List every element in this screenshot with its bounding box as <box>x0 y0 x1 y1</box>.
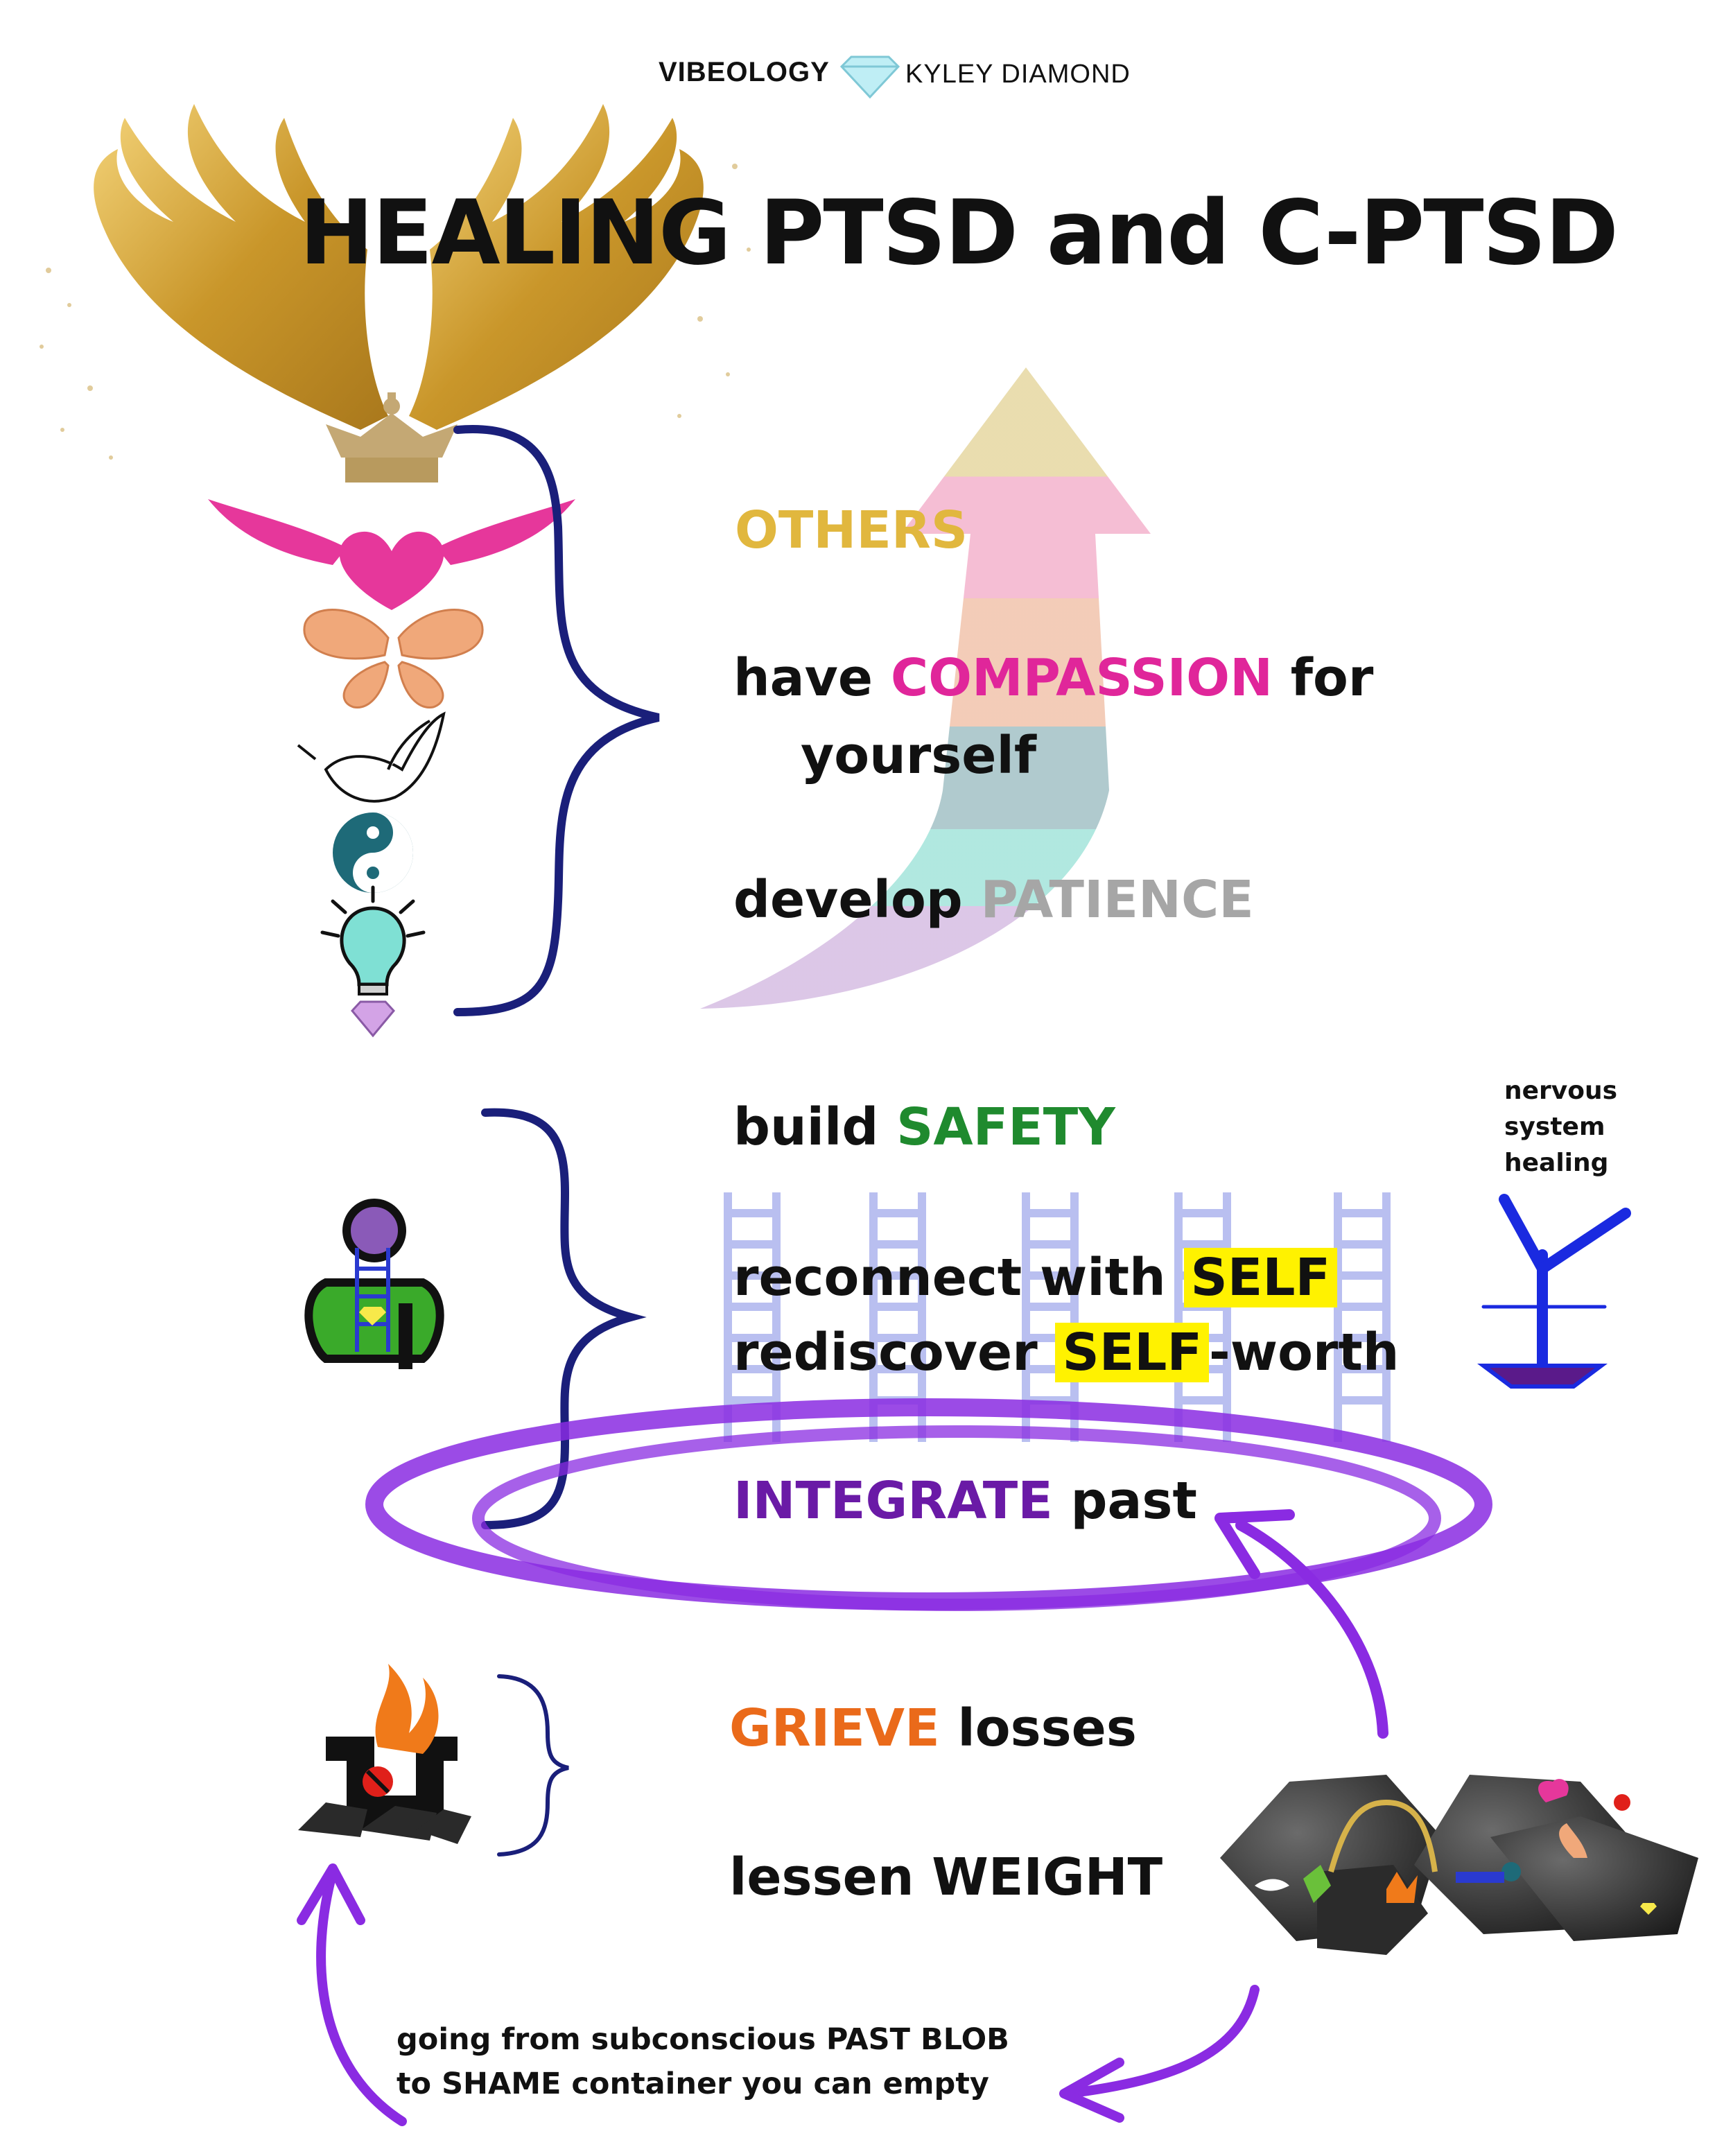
coal-pile-icon <box>1220 1775 1698 1955</box>
rediscover-key: SELF <box>1055 1323 1210 1382</box>
rediscover-post: -worth <box>1209 1323 1400 1382</box>
compassion-post: for <box>1273 648 1374 708</box>
reconnect-pre: reconnect with <box>733 1248 1184 1307</box>
side-note-line3: healing <box>1504 1149 1609 1177</box>
arrow-to-container <box>297 1863 407 2126</box>
step-reconnect: reconnect with SELF <box>733 1248 1338 1307</box>
step-weight: lessen WEIGHT <box>729 1848 1163 1907</box>
diamond-icon <box>839 55 900 99</box>
crown-icon <box>326 392 458 483</box>
page-title: HEALING PTSD and C-PTSD <box>299 182 1619 285</box>
caption-line2: to SHAME container you can empty <box>397 2067 989 2101</box>
top-brace <box>453 425 660 1016</box>
step-others: OTHERS <box>735 501 968 560</box>
bottom-brace <box>497 1674 569 1857</box>
wings-icon <box>40 104 751 460</box>
caption-line1: going from subconscious PAST BLOB <box>397 2022 1009 2057</box>
step-compassion: have COMPASSION for <box>733 648 1373 708</box>
diamond-icon <box>351 1000 395 1038</box>
others-word: OTHERS <box>735 501 968 560</box>
side-note-line2: system <box>1504 1113 1605 1141</box>
step-grieve: GRIEVE losses <box>729 1698 1137 1758</box>
compassion-pre: have <box>733 648 891 708</box>
grieve-post: losses <box>939 1698 1137 1758</box>
brand-kyley-diamond: KYLEY DIAMOND <box>905 60 1131 89</box>
patience-pre: develop <box>733 870 981 930</box>
step-patience: develop PATIENCE <box>733 870 1254 930</box>
integrate-loop <box>365 1398 1492 1611</box>
brand-vibeology: VIBEOLOGY <box>659 57 830 87</box>
step-compassion-line2: yourself <box>801 726 1037 785</box>
integrate-key: INTEGRATE <box>733 1471 1053 1531</box>
caption: going from subconscious PAST BLOB to SHA… <box>397 2017 1009 2106</box>
yin-yang-icon <box>333 812 413 893</box>
safety-key: SAFETY <box>896 1097 1115 1157</box>
step-integrate: INTEGRATE past <box>733 1471 1197 1531</box>
dove-icon <box>297 711 446 803</box>
patience-key: PATIENCE <box>980 870 1254 930</box>
reconnect-key: SELF <box>1183 1248 1338 1307</box>
person-ladder-icon <box>304 1199 444 1369</box>
side-note-line1: nervous <box>1504 1077 1618 1105</box>
middle-brace <box>481 1108 647 1529</box>
compassion-key: COMPASSION <box>890 648 1273 708</box>
grieve-key: GRIEVE <box>729 1698 940 1758</box>
butterfly-icon <box>303 609 484 708</box>
side-note: nervous system healing <box>1504 1073 1618 1181</box>
winged-heart-icon <box>208 499 575 610</box>
safety-pre: build <box>733 1097 897 1157</box>
step-rediscover: rediscover SELF-worth <box>733 1323 1399 1382</box>
arrow-to-caption <box>1059 1985 1260 2123</box>
integrate-post: past <box>1052 1471 1197 1531</box>
nervous-system-icon <box>1477 1194 1631 1389</box>
rediscover-pre: rediscover <box>733 1323 1056 1382</box>
step-safety: build SAFETY <box>733 1097 1115 1157</box>
lightbulb-icon <box>320 885 426 996</box>
up-arrow-icon <box>700 367 1151 1009</box>
arrow-to-integrate <box>1214 1509 1388 1739</box>
burning-container-icon <box>298 1664 471 1844</box>
